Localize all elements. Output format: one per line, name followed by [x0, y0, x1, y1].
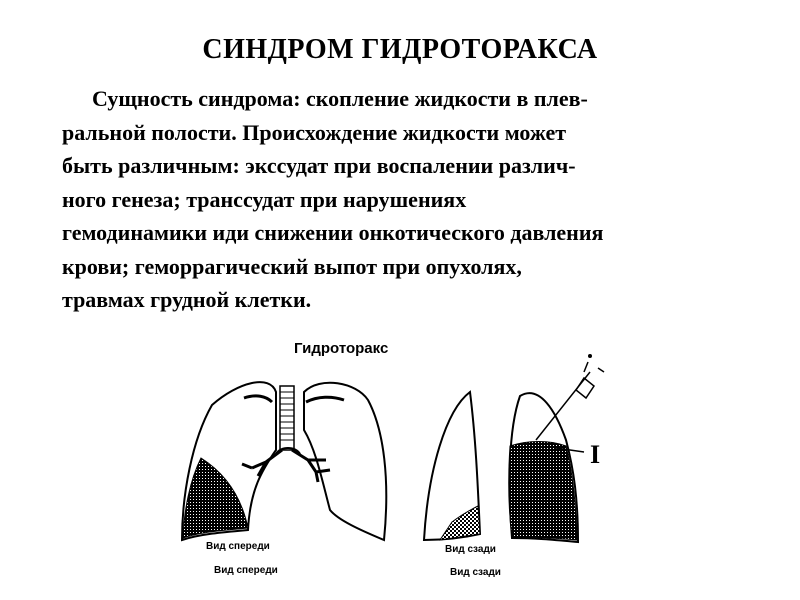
marker-leader-line [555, 447, 585, 453]
front-left-lung-outline [180, 381, 277, 542]
description-paragraph: Сущность синдрома: скопление жидкости в … [62, 82, 782, 317]
figure-title: Гидроторакс [294, 340, 389, 357]
paragraph-line: ральной полости. Происхождение жидкости … [62, 119, 567, 145]
paragraph-line: травмах грудной клетки. [62, 287, 312, 312]
marker-label: I [590, 440, 601, 469]
paragraph-line: ного генеза; транссудат при нарушениях [62, 186, 467, 212]
right-bronchus-icon [291, 448, 331, 483]
trachea-icon [279, 385, 295, 451]
front-view-caption: Вид спереди [206, 541, 270, 552]
back-right-effusion [508, 441, 578, 541]
front-left-effusion [182, 457, 249, 539]
paragraph-line: крови; геморрагический выпот при опухоля… [62, 253, 522, 279]
front-view-lungs [180, 381, 388, 542]
front-left-clavicle [243, 394, 274, 404]
paragraph-line: Сущность синдрома: скопление жидкости в … [92, 86, 588, 111]
back-left-effusion [438, 505, 481, 541]
slide-title: СИНДРОМ ГИДРОТОРАКСА [202, 34, 598, 65]
back-view-caption: Вид сзади [450, 567, 501, 578]
back-view-caption: Вид сзади [445, 544, 496, 555]
front-view-caption: Вид спереди [214, 565, 278, 576]
front-right-clavicle [305, 395, 345, 404]
back-view-lungs [422, 354, 605, 544]
puncture-needle-icon [535, 354, 605, 441]
paragraph-line: быть различным: экссудат при воспалении … [62, 153, 576, 178]
paragraph-line: гемодинамики иди снижении онкотического … [62, 220, 604, 245]
front-right-lung-outline [303, 381, 388, 542]
